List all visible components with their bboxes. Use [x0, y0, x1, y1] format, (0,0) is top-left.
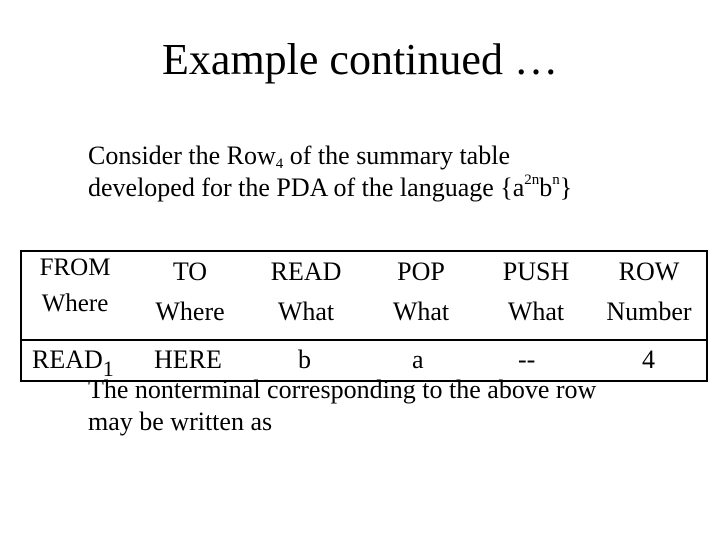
cell-from: READ1 [32, 340, 114, 380]
footer-line-2: may be written as [88, 407, 273, 436]
header-where: Where [41, 290, 109, 317]
table-top-border [20, 250, 708, 252]
slide-title: Example continued … [162, 35, 558, 84]
cell-pop: a [412, 345, 424, 374]
intro-line-2-text: developed for the PDA of the language {a [88, 173, 525, 202]
header-what: What [277, 297, 335, 326]
intro-line-1-rest: of the summary table [283, 141, 510, 170]
cell-to: HERE [154, 345, 222, 374]
footer-text: The nonterminal corresponding to the abo… [88, 374, 596, 438]
cell-read: b [298, 345, 311, 374]
header-push: PUSH [502, 257, 570, 286]
cell-from-text: READ [32, 345, 103, 374]
header-from: FROM [39, 254, 111, 281]
header-read-what: READ What [256, 252, 356, 332]
table-header-divider [20, 339, 708, 341]
header-pop: POP [397, 257, 445, 286]
header-pop-what: POP What [376, 252, 466, 332]
header-number: Number [606, 297, 692, 326]
header-what: What [507, 297, 565, 326]
header-push-what: PUSH What [490, 252, 582, 332]
header-row-number: ROW Number [598, 252, 700, 332]
header-row: ROW [618, 257, 680, 286]
header-read: READ [270, 257, 342, 286]
intro-line-2-b: b [539, 173, 553, 202]
intro-text: Consider the Row4 of the summary table d… [88, 140, 572, 204]
header-to-where: TO Where [138, 252, 242, 332]
intro-line-1-text: Consider the Row [88, 141, 276, 170]
exponent-2n: 2n [524, 172, 540, 188]
table-left-border [20, 250, 22, 382]
header-to: TO [172, 257, 208, 286]
intro-line-2: developed for the PDA of the language {a… [88, 172, 572, 204]
intro-line-2-close: } [559, 173, 573, 202]
footer-line-1: The nonterminal corresponding to the abo… [88, 375, 597, 404]
cell-push: -- [518, 345, 536, 374]
header-where: Where [155, 297, 225, 326]
header-what: What [392, 297, 450, 326]
intro-line-1: Consider the Row4 of the summary table [88, 140, 572, 172]
table-bottom-border [20, 380, 708, 382]
header-from-where: FROM Where [28, 250, 122, 322]
cell-row-number: 4 [642, 345, 655, 374]
cell-from-subscript: 1 [102, 356, 114, 381]
exponent-n: n [552, 172, 560, 188]
row-subscript: 4 [275, 156, 284, 172]
table-right-border [706, 250, 708, 382]
